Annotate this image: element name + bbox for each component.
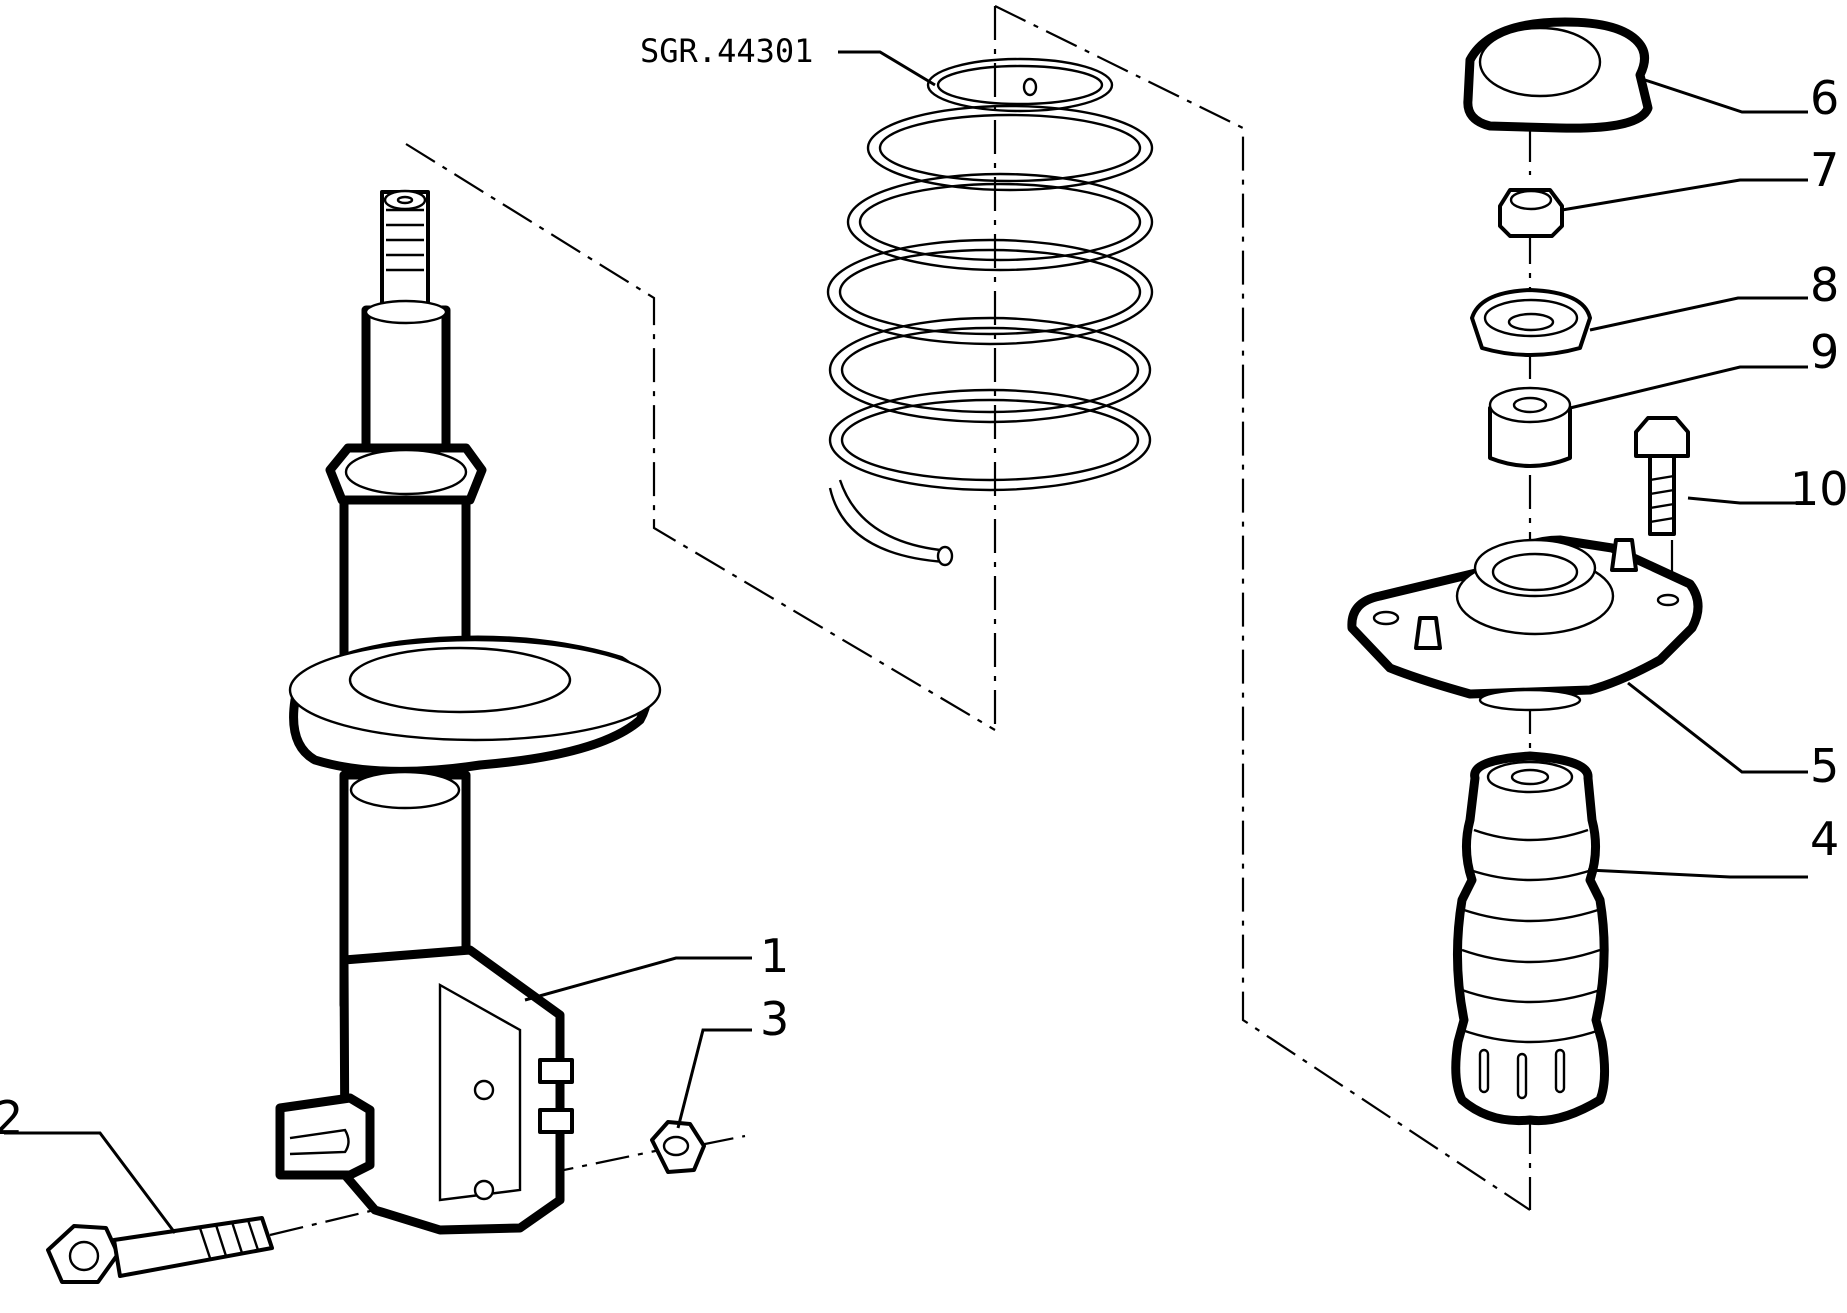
callout-7: 7 (1810, 143, 1839, 197)
top-nut-7 (1498, 188, 1564, 238)
mount-bolt-10 (1634, 416, 1690, 536)
drawing-code-label: SGR.44301 (640, 32, 813, 70)
callout-8: 8 (1810, 258, 1839, 312)
callout-4: 4 (1810, 812, 1839, 866)
callout-9: 9 (1810, 325, 1839, 379)
bump-stop-gaiter-4 (1451, 751, 1610, 1126)
callout-2: 2 (0, 1091, 23, 1145)
leader-lines (4, 50, 1808, 1234)
strut-top-mount-5 (1347, 535, 1703, 712)
top-cap-6 (1463, 17, 1653, 133)
callout-10: 10 (1790, 462, 1847, 516)
cup-washer-8 (1470, 288, 1592, 357)
callout-5: 5 (1810, 739, 1839, 793)
shock-absorber-strut (275, 189, 662, 1235)
callout-3: 3 (760, 992, 789, 1046)
callout-1: 1 (760, 929, 789, 983)
callout-6: 6 (1810, 71, 1839, 125)
hex-bolt-2 (46, 1216, 274, 1284)
bush-9 (1488, 386, 1572, 468)
hex-nut-3 (650, 1120, 706, 1174)
coil-spring (826, 57, 1154, 567)
